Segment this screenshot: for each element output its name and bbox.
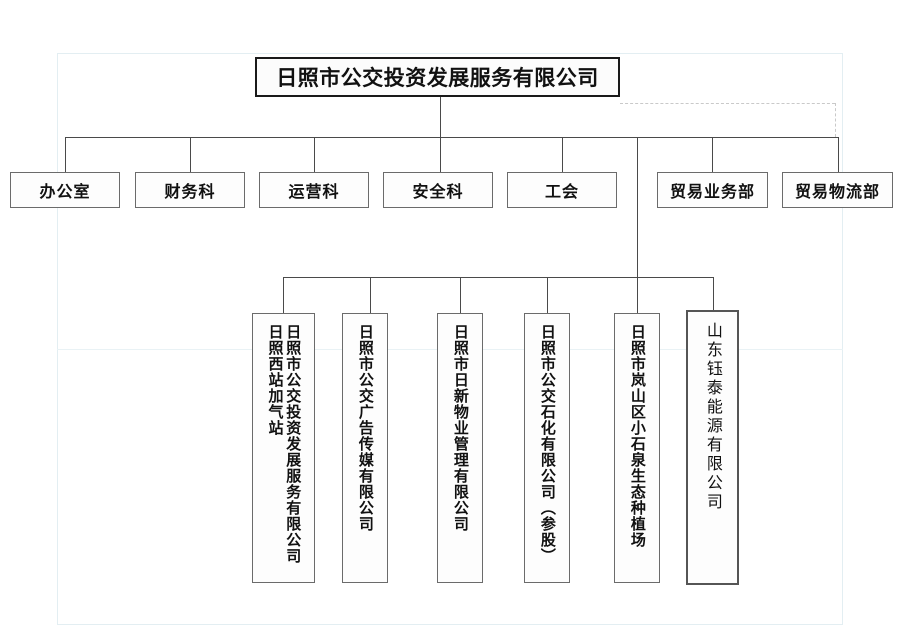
dept-node-2[interactable]: 财务科 xyxy=(135,172,245,208)
dept-label-5: 工会 xyxy=(544,182,579,201)
subsidiary-node-4[interactable]: 日照市公交石化有限公司（参股） xyxy=(524,313,570,583)
subsidiary-label-1b: 日照西站加气站 xyxy=(266,324,285,436)
drop-line-sub-2 xyxy=(370,277,371,313)
dashed-connector-horizontal xyxy=(620,103,835,104)
subsidiary-label-4: 日照市公交石化有限公司（参股） xyxy=(538,324,557,564)
dept-label-6: 贸易业务部 xyxy=(669,182,755,201)
subsidiary-text-wrap-6: 山东钰泰能源有限公司 xyxy=(703,322,723,573)
dept-node-1[interactable]: 办公室 xyxy=(10,172,120,208)
subsidiary-node-1[interactable]: 日照市公交投资发展服务有限公司 日照西站加气站 xyxy=(252,313,315,583)
dept-node-7[interactable]: 贸易物流部 xyxy=(782,172,893,208)
dept-node-4[interactable]: 安全科 xyxy=(383,172,493,208)
dept-label-4: 安全科 xyxy=(412,182,464,201)
dept-label-7: 贸易物流部 xyxy=(794,182,880,201)
drop-line-dept-1 xyxy=(65,137,66,172)
department-bus xyxy=(65,137,838,138)
subsidiary-node-5[interactable]: 日照市岚山区小石泉生态种植场 xyxy=(614,313,660,583)
dept-label-2: 财务科 xyxy=(164,182,216,201)
drop-line-dept-3 xyxy=(314,137,315,172)
subsidiary-text-wrap-2: 日照市公交广告传媒有限公司 xyxy=(356,324,375,572)
dept-node-6[interactable]: 贸易业务部 xyxy=(657,172,768,208)
drop-line-sub-3 xyxy=(460,277,461,313)
subsidiary-label-1a: 日照市公交投资发展服务有限公司 xyxy=(284,324,303,564)
drop-line-dept-7 xyxy=(838,137,839,172)
subsidiary-text-wrap-3: 日照市日新物业管理有限公司 xyxy=(451,324,470,572)
subsidiary-node-3[interactable]: 日照市日新物业管理有限公司 xyxy=(437,313,483,583)
dashed-connector-vertical xyxy=(835,103,836,137)
subsidiary-text-wrap-1: 日照市公交投资发展服务有限公司 日照西站加气站 xyxy=(266,324,303,572)
drop-line-sub-6 xyxy=(713,277,714,313)
drop-line-dept-4 xyxy=(440,137,441,172)
subsidiary-label-2: 日照市公交广告传媒有限公司 xyxy=(356,324,375,532)
drop-line-dept-6 xyxy=(712,137,713,172)
subsidiary-node-2[interactable]: 日照市公交广告传媒有限公司 xyxy=(342,313,388,583)
root-stem xyxy=(440,97,441,137)
subsidiary-label-5: 日照市岚山区小石泉生态种植场 xyxy=(628,324,647,548)
subsidiary-feed-line xyxy=(637,137,638,277)
subsidiary-bus xyxy=(283,277,713,278)
root-node-label: 日照市公交投资发展服务有限公司 xyxy=(276,66,599,90)
subsidiary-label-6: 山东钰泰能源有限公司 xyxy=(703,322,723,512)
dept-label-1: 办公室 xyxy=(39,182,91,201)
subsidiary-label-3: 日照市日新物业管理有限公司 xyxy=(451,324,470,532)
drop-line-dept-2 xyxy=(190,137,191,172)
drop-line-sub-5 xyxy=(637,277,638,313)
subsidiary-text-wrap-4: 日照市公交石化有限公司（参股） xyxy=(538,324,557,572)
dept-node-3[interactable]: 运营科 xyxy=(259,172,369,208)
drop-line-dept-5 xyxy=(562,137,563,172)
drop-line-sub-4 xyxy=(547,277,548,313)
dept-label-3: 运营科 xyxy=(288,182,340,201)
subsidiary-text-wrap-5: 日照市岚山区小石泉生态种植场 xyxy=(628,324,647,572)
drop-line-sub-1 xyxy=(283,277,284,313)
subsidiary-node-6[interactable]: 山东钰泰能源有限公司 xyxy=(686,310,739,585)
dept-node-5[interactable]: 工会 xyxy=(507,172,617,208)
root-node[interactable]: 日照市公交投资发展服务有限公司 xyxy=(255,57,620,97)
